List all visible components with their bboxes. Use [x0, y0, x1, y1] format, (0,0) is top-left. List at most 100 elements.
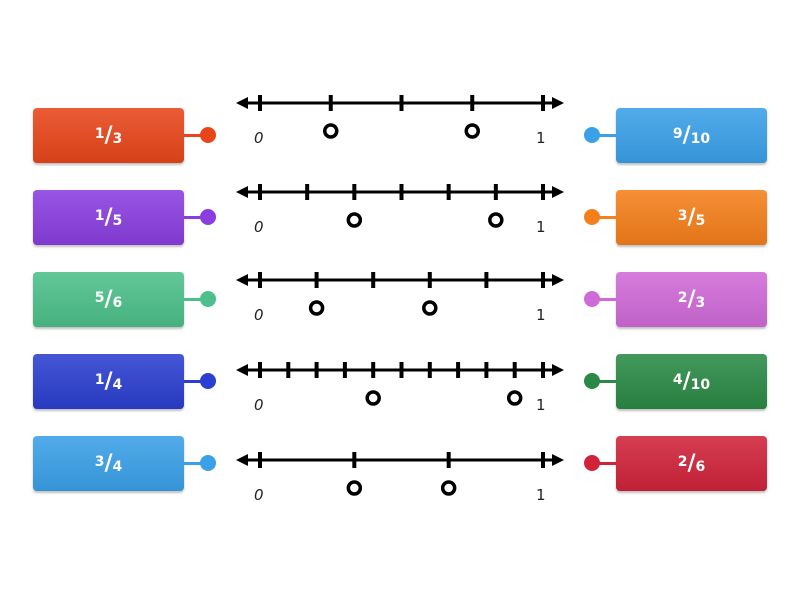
denominator: 3 [695, 294, 706, 311]
numerator: 2 [677, 453, 688, 470]
connector-dot[interactable] [584, 455, 600, 471]
target-circle[interactable] [422, 300, 438, 316]
numerator: 1 [94, 125, 105, 142]
numerator: 3 [94, 453, 105, 470]
denominator: 5 [695, 212, 706, 229]
left-arrow-icon [236, 97, 248, 109]
right-card[interactable]: 2/3 [616, 272, 767, 327]
connector-line [594, 380, 616, 383]
end-label: 1 [536, 218, 546, 236]
denominator: 3 [112, 130, 123, 147]
start-label: 0 [254, 218, 264, 236]
number-line-graphic [236, 272, 564, 316]
fraction-slash: / [682, 123, 691, 148]
numerator: 5 [94, 289, 105, 306]
fraction-slash: / [104, 451, 113, 476]
denominator: 10 [690, 130, 711, 147]
right-arrow-icon [552, 97, 564, 109]
fraction-slash: / [687, 205, 696, 230]
connector-dot[interactable] [200, 209, 216, 225]
left-arrow-icon [236, 274, 248, 286]
right-card[interactable]: 3/5 [616, 190, 767, 245]
connector-dot[interactable] [584, 209, 600, 225]
number-line-graphic [236, 452, 564, 496]
fraction-slash: / [104, 205, 113, 230]
connector-line [594, 462, 616, 465]
connector-dot[interactable] [200, 373, 216, 389]
connector-dot[interactable] [200, 127, 216, 143]
target-circle[interactable] [365, 390, 381, 406]
connector-line [594, 216, 616, 219]
connector-line [184, 298, 206, 301]
right-arrow-icon [552, 454, 564, 466]
target-circle[interactable] [440, 480, 457, 496]
left-card[interactable]: 5/6 [33, 272, 184, 327]
end-label: 1 [536, 396, 546, 414]
connector-dot[interactable] [200, 455, 216, 471]
numerator: 9 [672, 125, 683, 142]
target-circle[interactable] [346, 212, 363, 228]
left-arrow-icon [236, 364, 248, 376]
connector-line [184, 134, 206, 137]
start-label: 0 [254, 486, 264, 504]
connector-line [594, 298, 616, 301]
numerator: 1 [94, 371, 105, 388]
start-label: 0 [254, 306, 264, 324]
denominator: 5 [112, 212, 123, 229]
right-arrow-icon [552, 186, 564, 198]
fraction-slash: / [104, 369, 113, 394]
left-arrow-icon [236, 454, 248, 466]
target-circle[interactable] [464, 123, 480, 139]
denominator: 6 [695, 458, 706, 475]
end-label: 1 [536, 129, 546, 147]
fraction-slash: / [104, 287, 113, 312]
denominator: 4 [112, 376, 123, 393]
fraction-slash: / [687, 287, 696, 312]
connector-dot[interactable] [200, 291, 216, 307]
connector-line [184, 462, 206, 465]
number-line-graphic [236, 184, 564, 228]
numerator: 2 [677, 289, 688, 306]
end-label: 1 [536, 306, 546, 324]
target-circle[interactable] [346, 480, 363, 496]
start-label: 0 [254, 396, 264, 414]
denominator: 10 [690, 376, 711, 393]
numerator: 3 [677, 207, 688, 224]
connector-dot[interactable] [584, 127, 600, 143]
target-circle[interactable] [308, 300, 325, 316]
connector-dot[interactable] [584, 291, 600, 307]
start-label: 0 [254, 129, 264, 147]
left-card[interactable]: 1/5 [33, 190, 184, 245]
right-arrow-icon [552, 364, 564, 376]
fraction-slash: / [682, 369, 691, 394]
connector-line [184, 216, 206, 219]
denominator: 6 [112, 294, 123, 311]
target-circle[interactable] [506, 390, 523, 406]
numerator: 1 [94, 207, 105, 224]
left-card[interactable]: 3/4 [33, 436, 184, 491]
fraction-slash: / [104, 123, 113, 148]
right-card[interactable]: 4/10 [616, 354, 767, 409]
end-label: 1 [536, 486, 546, 504]
connector-line [594, 134, 616, 137]
connector-line [184, 380, 206, 383]
numerator: 4 [672, 371, 683, 388]
denominator: 4 [112, 458, 123, 475]
target-circle[interactable] [323, 123, 339, 139]
connector-dot[interactable] [584, 373, 600, 389]
left-card[interactable]: 1/3 [33, 108, 184, 163]
right-arrow-icon [552, 274, 564, 286]
left-arrow-icon [236, 186, 248, 198]
left-card[interactable]: 1/4 [33, 354, 184, 409]
right-card[interactable]: 9/10 [616, 108, 767, 163]
target-circle[interactable] [488, 212, 504, 228]
number-line-graphic [236, 362, 564, 406]
number-line-graphic [236, 95, 564, 139]
fraction-slash: / [687, 451, 696, 476]
right-card[interactable]: 2/6 [616, 436, 767, 491]
